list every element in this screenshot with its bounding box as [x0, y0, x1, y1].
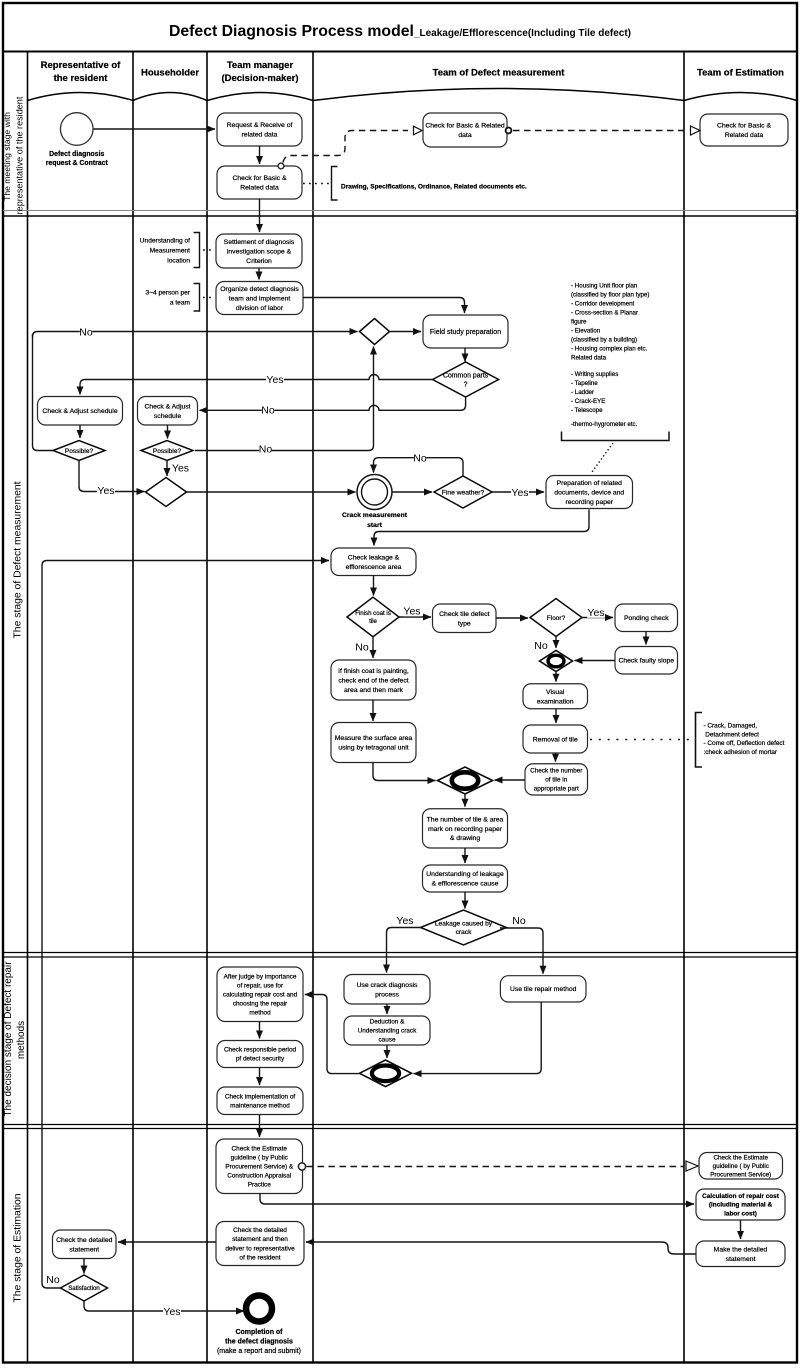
- svg-text:- Crack, Damaged, Detachment: - Crack, Damaged, Detachment defect- Com…: [704, 723, 785, 756]
- svg-text:If finish coat is painting,che: If finish coat is painting,check end of …: [338, 668, 409, 694]
- svg-text:Team manager(Decision-maker): Team manager(Decision-maker): [221, 60, 298, 84]
- svg-text:Yes: Yes: [403, 606, 420, 618]
- svg-text:Yes: Yes: [587, 607, 604, 619]
- svg-text:No: No: [413, 453, 427, 465]
- svg-text:Check leakage &efflorescence a: Check leakage &efflorescence area: [346, 554, 402, 570]
- svg-text:Yes: Yes: [396, 915, 413, 927]
- svg-text:Satisfaction: Satisfaction: [68, 1285, 100, 1292]
- svg-text:Floor?: Floor?: [547, 615, 566, 622]
- svg-text:Householder: Householder: [141, 68, 199, 79]
- svg-text:Understanding of leakage& effl: Understanding of leakage& efflorescence …: [426, 871, 504, 887]
- svg-text:The meeting stage with: The meeting stage with: [2, 112, 12, 201]
- svg-text:Removal of tile: Removal of tile: [533, 736, 578, 743]
- svg-text:No: No: [79, 327, 93, 339]
- svg-text:Check for Basic &Related data: Check for Basic &Related data: [232, 175, 286, 191]
- svg-text:Defect Diagnosis Process model: Defect Diagnosis Process model_Leakage/E…: [169, 23, 631, 40]
- svg-text:Yes: Yes: [172, 463, 189, 475]
- svg-text:methods: methods: [16, 1021, 27, 1059]
- svg-text:Possible?: Possible?: [153, 448, 182, 455]
- svg-text:The decision stage of Defect r: The decision stage of Defect repair: [3, 961, 14, 1117]
- svg-text:No: No: [46, 1274, 60, 1286]
- svg-text:No: No: [512, 915, 526, 927]
- svg-text:representative of the resident: representative of the resident: [15, 96, 25, 214]
- svg-text:Check faulty slope: Check faulty slope: [618, 658, 674, 665]
- svg-text:No: No: [259, 444, 273, 456]
- svg-text:Yes: Yes: [511, 487, 528, 499]
- svg-text:Team of Defect measurement: Team of Defect measurement: [433, 68, 566, 79]
- svg-text:Check for Basic &Related data: Check for Basic &Related data: [717, 123, 771, 139]
- svg-text:No: No: [355, 642, 369, 654]
- svg-text:Yes: Yes: [266, 374, 283, 386]
- svg-text:- Writing supplies- Tapeline-: - Writing supplies- Tapeline- Ladder- Cr…: [571, 371, 618, 414]
- svg-text:Yes: Yes: [97, 485, 114, 497]
- svg-text:Possible?: Possible?: [65, 448, 94, 455]
- svg-text:Team of Estimation: Team of Estimation: [697, 68, 784, 79]
- svg-text:Fine weather?: Fine weather?: [442, 489, 485, 496]
- svg-text:-thermo-hygrometer etc.: -thermo-hygrometer etc.: [571, 421, 638, 428]
- svg-text:Yes: Yes: [163, 1306, 180, 1318]
- svg-text:Ponding check: Ponding check: [624, 615, 669, 622]
- svg-text:Common parts?: Common parts?: [443, 373, 489, 389]
- svg-text:Use tile repair method: Use tile repair method: [510, 986, 577, 993]
- svg-text:Check & Adjust schedule: Check & Adjust schedule: [42, 408, 117, 415]
- svg-text:(make a report and submit): (make a report and submit): [217, 1348, 301, 1355]
- svg-text:No: No: [261, 405, 275, 417]
- svg-text:The stage of Defect measuremen: The stage of Defect measurement: [13, 481, 24, 638]
- svg-text:The stage of Estimation: The stage of Estimation: [13, 1193, 24, 1302]
- svg-text:- Housing Unit floor plan(clas: - Housing Unit floor plan(classified by …: [571, 283, 649, 362]
- svg-text:Field study preparation: Field study preparation: [430, 329, 501, 336]
- svg-text:Calculation of repair cost(inc: Calculation of repair cost(including mat…: [702, 1193, 780, 1218]
- svg-text:No: No: [534, 640, 548, 652]
- svg-text:Drawing, Specifications, Ordin: Drawing, Specifications, Ordinance, Rela…: [341, 184, 527, 191]
